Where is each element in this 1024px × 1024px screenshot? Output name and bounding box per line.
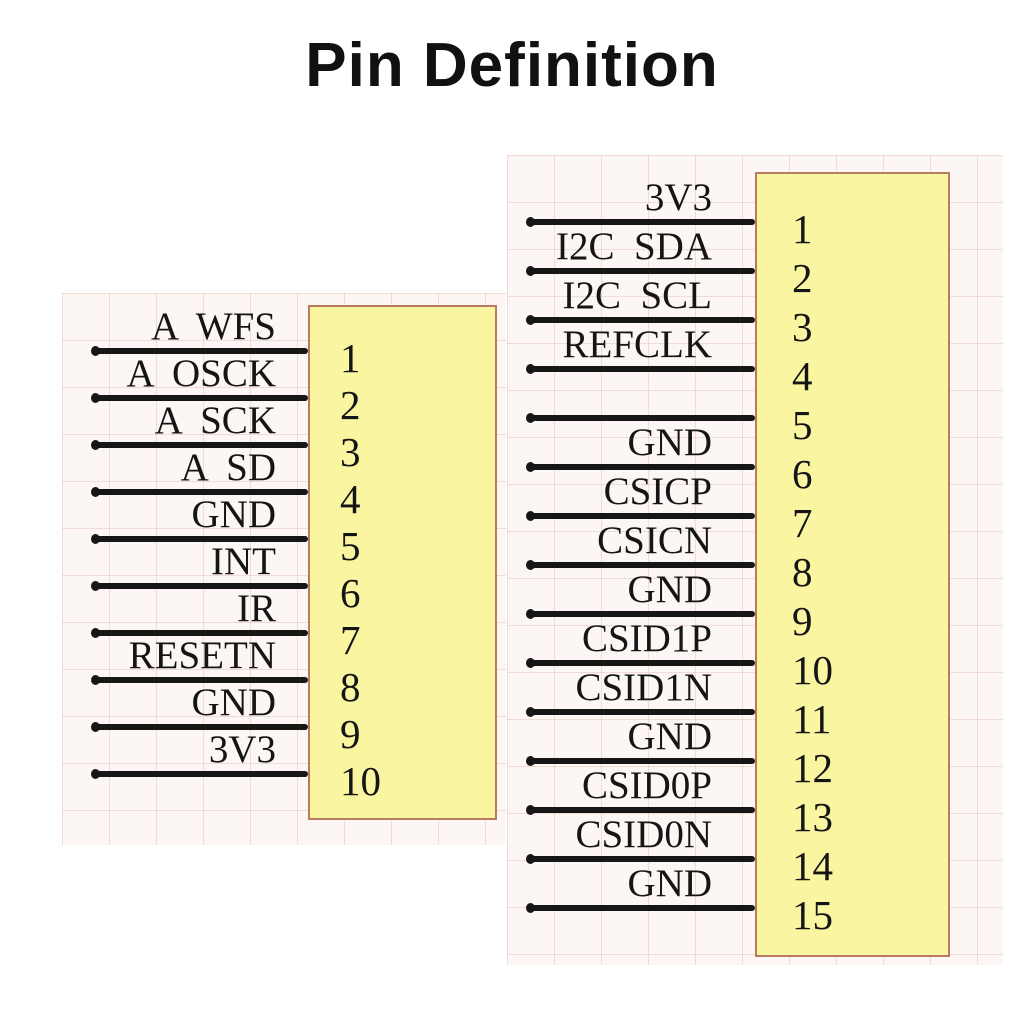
pin-wire (91, 487, 308, 497)
pin-number: 15 (792, 892, 833, 938)
pin-number: 14 (792, 843, 833, 889)
pin-label: IR (237, 587, 276, 630)
connector-box-left (308, 305, 497, 820)
pin-wire (526, 658, 755, 668)
pin-label: CSID1N (575, 666, 712, 709)
pin-number: 6 (340, 570, 361, 616)
pin-wire (91, 628, 308, 638)
pin-wire (526, 756, 755, 766)
pin-wire (526, 217, 755, 227)
pin-label: GND (627, 568, 713, 611)
pin-label: INT (211, 540, 276, 583)
pin-label: CSICP (603, 470, 712, 513)
pin-wire (526, 511, 755, 521)
pin-label: GND (627, 715, 713, 758)
pin-label: A SD (180, 446, 276, 489)
pin-label: GND (191, 681, 277, 724)
pin-wire (526, 707, 755, 717)
pin-label: A SCK (154, 399, 276, 442)
pin-wire (526, 364, 755, 374)
pin-wire (91, 346, 308, 356)
pin-wire (526, 805, 755, 815)
pin-label: GND (191, 493, 277, 536)
pin-number: 12 (792, 745, 833, 791)
pin-wire (526, 413, 755, 423)
pin-number: 13 (792, 794, 833, 840)
pin-number: 10 (792, 647, 833, 693)
pin-wire (526, 854, 755, 864)
pin-wire (91, 722, 308, 732)
pin-label: CSID1P (581, 617, 712, 660)
pin-number: 11 (792, 696, 832, 742)
pin-wire (526, 462, 755, 472)
pin-number: 3 (792, 304, 813, 350)
pin-wire (91, 581, 308, 591)
pin-label: CSID0N (575, 813, 712, 856)
pin-label: GND (627, 421, 713, 464)
pin-wire (91, 675, 308, 685)
pin-number: 4 (792, 353, 813, 399)
pin-wire (91, 534, 308, 544)
pin-number: 2 (340, 382, 361, 428)
pin-label: REFCLK (562, 323, 712, 366)
pin-label: CSICN (597, 519, 712, 562)
connector-box-right (755, 172, 950, 957)
pin-number: 5 (792, 402, 813, 448)
pin-number: 8 (340, 664, 361, 710)
pin-label: GND (627, 862, 713, 905)
pin-label: I2C SCL (562, 274, 712, 317)
pin-wire (91, 769, 308, 779)
pin-label: RESETN (128, 634, 276, 677)
pin-number: 6 (792, 451, 813, 497)
pin-label: I2C SDA (555, 225, 712, 268)
pin-wire (526, 266, 755, 276)
pin-number: 2 (792, 255, 813, 301)
page-title: Pin Definition (305, 31, 719, 100)
pin-wire (91, 440, 308, 450)
pin-number: 1 (792, 206, 813, 252)
pin-wire (526, 903, 755, 913)
pin-number: 4 (340, 476, 361, 522)
pin-wire (526, 315, 755, 325)
pin-number: 7 (792, 500, 813, 546)
pin-number: 8 (792, 549, 813, 595)
pin-wire (526, 609, 755, 619)
pin-label: CSID0P (581, 764, 712, 807)
pin-label: 3V3 (644, 176, 712, 219)
pin-number: 9 (340, 711, 361, 757)
pin-label: A WFS (151, 305, 276, 348)
pin-number: 3 (340, 429, 361, 475)
pin-number: 10 (340, 758, 381, 804)
pin-number: 5 (340, 523, 361, 569)
pin-label: 3V3 (208, 728, 276, 771)
pin-number: 7 (340, 617, 361, 663)
pin-wire (91, 393, 308, 403)
pin-number: 9 (792, 598, 813, 644)
pin-number: 1 (340, 335, 361, 381)
pin-wire (526, 560, 755, 570)
pin-label: A OSCK (126, 352, 276, 395)
